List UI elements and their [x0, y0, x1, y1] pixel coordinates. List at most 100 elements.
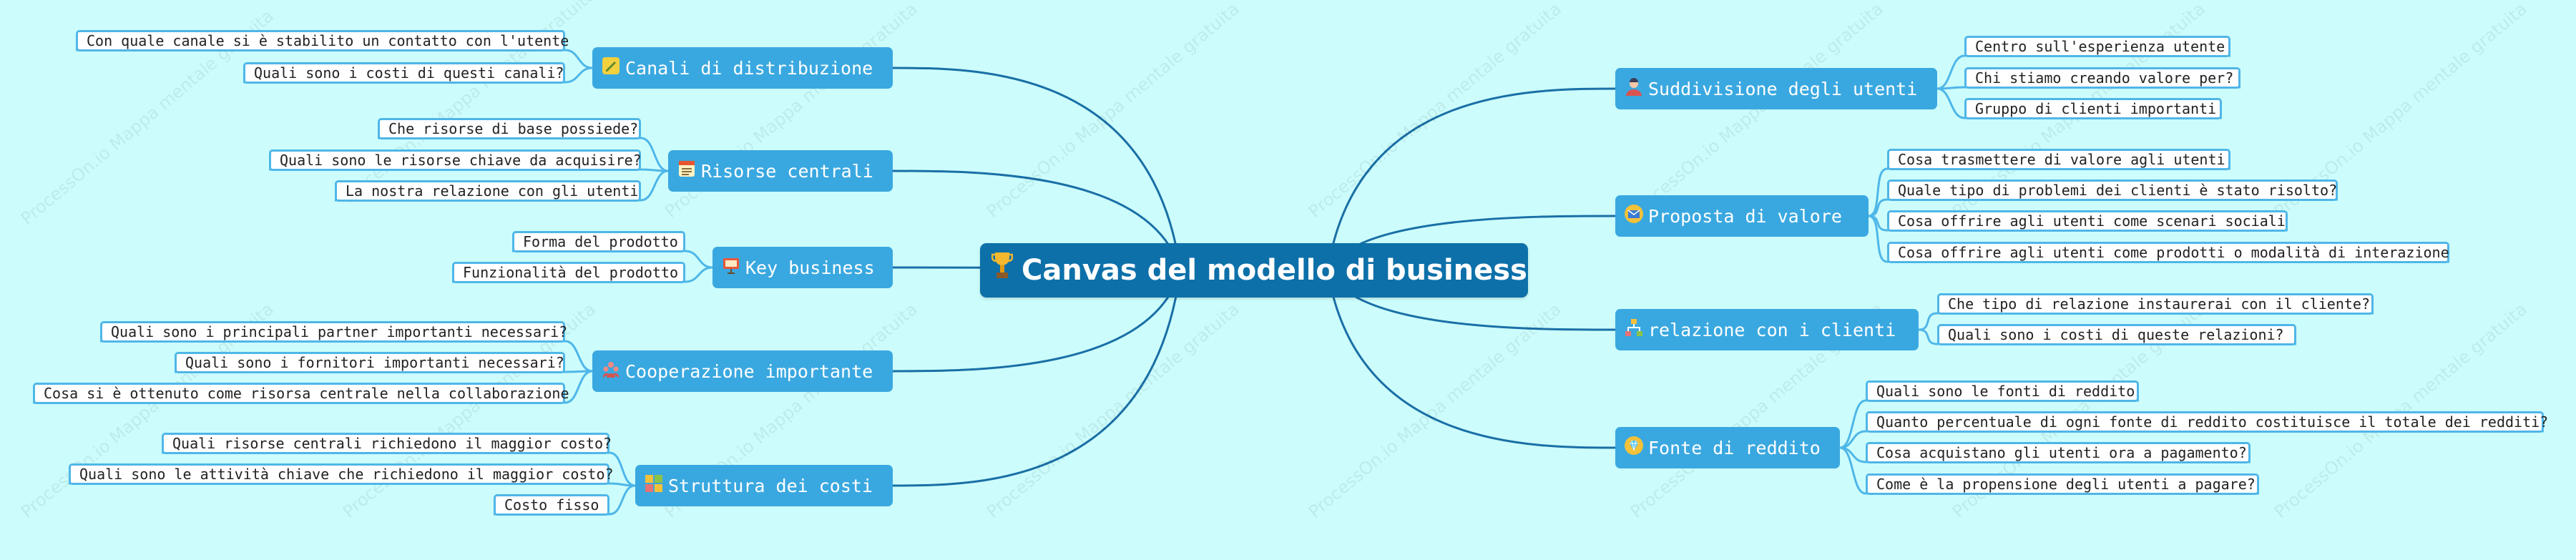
subtopic[interactable]: Quali sono le risorse chiave da acquisir… [269, 149, 642, 171]
subtopic-label: Chi stiamo creando valore per? [1975, 69, 2234, 87]
subtopic-label: Quali sono le attività chiave che richie… [79, 466, 614, 483]
subtopic[interactable]: Quali sono i costi di queste relazioni? [1937, 324, 2296, 345]
subtopic[interactable]: Che tipo di relazione instaurerai con il… [1937, 293, 2374, 315]
subtopic-label: Quale tipo di problemi dei clienti è sta… [1898, 182, 2338, 199]
subtopic[interactable]: Chi stiamo creando valore per? [1964, 67, 2240, 89]
topic-cooperazione-importante[interactable]: Cooperazione importante [592, 350, 893, 392]
connector-line [76, 49, 593, 69]
subtopic[interactable]: Quali sono i principali partner importan… [100, 321, 568, 343]
subtopic-label: Quali sono i costi di questi canali? [254, 64, 564, 82]
central-topic-label: Canvas del modello di business [1022, 254, 1527, 287]
topic-label: Proposta di valore [1648, 205, 1842, 227]
topic-key-business[interactable]: Key business [712, 247, 893, 288]
subtopic[interactable]: Cosa acquistano gli utenti ora a pagamen… [1866, 442, 2251, 463]
topic-canali-di-distribuzione[interactable]: Canali di distribuzione [592, 47, 893, 89]
subtopic[interactable]: Funzionalità del prodotto [452, 262, 685, 283]
subtopic[interactable]: Cosa si è ottenuto come risorsa centrale… [33, 383, 569, 404]
user-avatar-icon [1624, 77, 1644, 101]
connector-line [1868, 215, 2449, 263]
subtopic-label: Cosa si è ottenuto come risorsa centrale… [44, 385, 569, 402]
connector-line [335, 170, 669, 202]
subtopic-label: Quali sono le risorse chiave da acquisir… [280, 152, 642, 169]
subtopic-label: Forma del prodotto [523, 233, 678, 250]
trophy-icon [991, 251, 1014, 290]
subtopic-label: Quali risorse centrali richiedono il mag… [172, 435, 612, 452]
connector-line [892, 270, 1182, 487]
subtopic-label: Quali sono i principali partner importan… [111, 323, 568, 340]
connector-line [1918, 328, 2296, 345]
blocks-icon [644, 473, 664, 498]
subtopic[interactable]: Centro sull'esperienza utente [1964, 36, 2230, 57]
subtopic[interactable]: Quali sono i costi di questi canali? [243, 62, 565, 84]
topic-fonte-di-reddito[interactable]: Fonte di reddito [1615, 427, 1840, 468]
subtopic[interactable]: Cosa offrire agli utenti come prodotti o… [1887, 242, 2449, 263]
subtopic-label: Che risorse di base possiede? [388, 120, 639, 137]
topic-label: Cooperazione importante [625, 360, 873, 382]
connector-line [892, 67, 1182, 271]
subtopic[interactable]: Quali sono le attività chiave che richie… [69, 463, 614, 485]
subtopic-label: Cosa offrire agli utenti come prodotti o… [1898, 244, 2449, 261]
connector-line [1839, 446, 2259, 495]
subtopic-label: Gruppo di clienti importanti [1975, 100, 2217, 117]
topic-label: Risorse centrali [701, 160, 873, 182]
connector-line [1326, 270, 1616, 449]
subtopic-label: Funzionalità del prodotto [463, 264, 679, 281]
subtopic-label: Quali sono i costi di queste relazioni? [1948, 326, 2284, 343]
subtopic[interactable]: Come è la propensione degli utenti a pag… [1866, 473, 2259, 495]
subtopic[interactable]: Quanto percentuale di ogni fonte di redd… [1866, 411, 2548, 433]
envelope-icon [1624, 204, 1644, 228]
connector-line [1936, 54, 2230, 90]
connector-line [892, 170, 1182, 271]
subtopic[interactable]: Cosa trasmettere di valore agli utenti [1887, 149, 2230, 170]
topic-label: Key business [745, 257, 875, 278]
connector-line [1839, 399, 2139, 449]
subtopic-label: Che tipo di relazione instaurerai con il… [1948, 295, 2371, 313]
connector-line [100, 340, 593, 373]
subtopic[interactable]: Quali sono i fornitori importanti necess… [175, 352, 565, 373]
topic-label: relazione con i clienti [1648, 319, 1896, 340]
subtopic-label: Cosa trasmettere di valore agli utenti [1898, 151, 2225, 168]
subtopic-label: Cosa offrire agli utenti come scenari so… [1898, 212, 2286, 230]
subtopic-label: Costo fisso [504, 496, 599, 514]
subtopic-label: Quali sono le fonti di reddito [1876, 383, 2135, 400]
subtopic-label: Con quale canale si è stabilito un conta… [87, 32, 569, 49]
subtopic[interactable]: Con quale canale si è stabilito un conta… [76, 30, 569, 51]
subtopic[interactable]: Che risorse di base possiede? [378, 118, 641, 139]
subtopic[interactable]: Forma del prodotto [512, 231, 685, 252]
subtopic[interactable]: La nostra relazione con gli utenti [335, 180, 641, 202]
topic-risorse-centrali[interactable]: Risorse centrali [668, 150, 893, 192]
connector-line [892, 270, 1182, 373]
connector-line [1936, 87, 2222, 119]
subtopic[interactable]: Quali risorse centrali richiedono il mag… [162, 433, 612, 454]
connector-line [378, 137, 669, 172]
topic-label: Suddivisione degli utenti [1648, 78, 1918, 99]
topic-proposta-di-valore[interactable]: Proposta di valore [1615, 195, 1869, 237]
connector-line [494, 484, 636, 516]
connector-line [1326, 87, 1616, 271]
subtopic[interactable]: Quale tipo di problemi dei clienti è sta… [1887, 180, 2338, 201]
notepad-icon [677, 159, 697, 183]
team-icon [601, 359, 621, 383]
diamond-icon [1624, 436, 1644, 460]
topic-relazione-con-i-clienti[interactable]: relazione con i clienti [1615, 309, 1919, 350]
topic-struttura-dei-costi[interactable]: Struttura dei costi [635, 465, 893, 506]
subtopic-label: La nostra relazione con gli utenti [346, 182, 639, 200]
subtopic[interactable]: Cosa offrire agli utenti come scenari so… [1887, 210, 2288, 232]
subtopic-label: Centro sull'esperienza utente [1975, 38, 2225, 55]
central-topic[interactable]: Canvas del modello di business [980, 243, 1528, 298]
subtopic-label: Quali sono i fornitori importanti necess… [185, 354, 564, 371]
topic-label: Fonte di reddito [1648, 437, 1821, 458]
connector-line [243, 67, 593, 84]
subtopic[interactable]: Quali sono le fonti di reddito [1866, 380, 2139, 402]
connector-line [33, 370, 593, 404]
topic-suddivisione-degli-utenti[interactable]: Suddivisione degli utenti [1615, 68, 1937, 109]
subtopic[interactable]: Costo fisso [494, 494, 609, 516]
subtopic[interactable]: Gruppo di clienti importanti [1964, 98, 2222, 119]
document-pen-icon [601, 56, 621, 80]
subtopic-label: Cosa acquistano gli utenti ora a pagamen… [1876, 444, 2247, 461]
connector-line [452, 266, 713, 283]
connector-line [162, 451, 636, 487]
subtopic-label: Quanto percentuale di ogni fonte di redd… [1876, 413, 2549, 431]
topic-label: Struttura dei costi [668, 475, 873, 496]
